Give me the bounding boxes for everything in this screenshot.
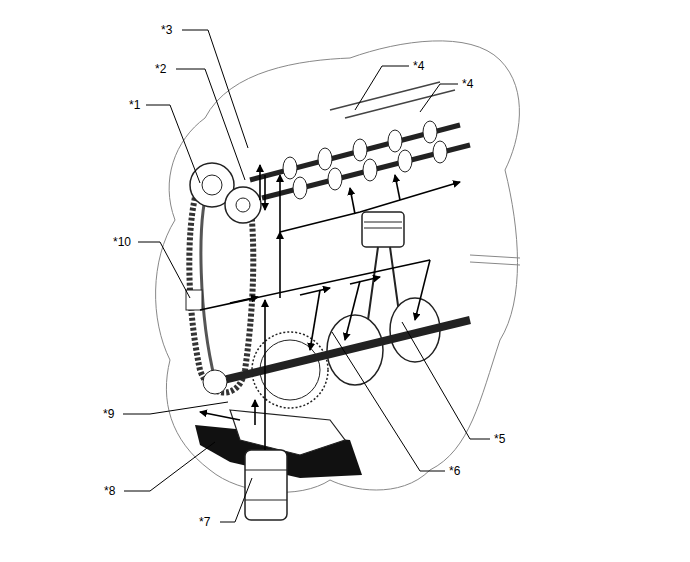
callout-number: *9 bbox=[102, 407, 115, 421]
callout-number: *1 bbox=[128, 98, 141, 112]
callout-number: *5 bbox=[493, 432, 506, 446]
callout-number: *6 bbox=[448, 464, 461, 478]
callout-number: *7 bbox=[198, 515, 211, 529]
callout-number: *3 bbox=[160, 23, 173, 37]
callout-number: *4 bbox=[461, 77, 474, 91]
callout-number: *10 bbox=[112, 235, 132, 249]
callout-number: *8 bbox=[103, 484, 116, 498]
callout-number: *2 bbox=[154, 62, 167, 76]
callout-number: *4 bbox=[412, 59, 425, 73]
